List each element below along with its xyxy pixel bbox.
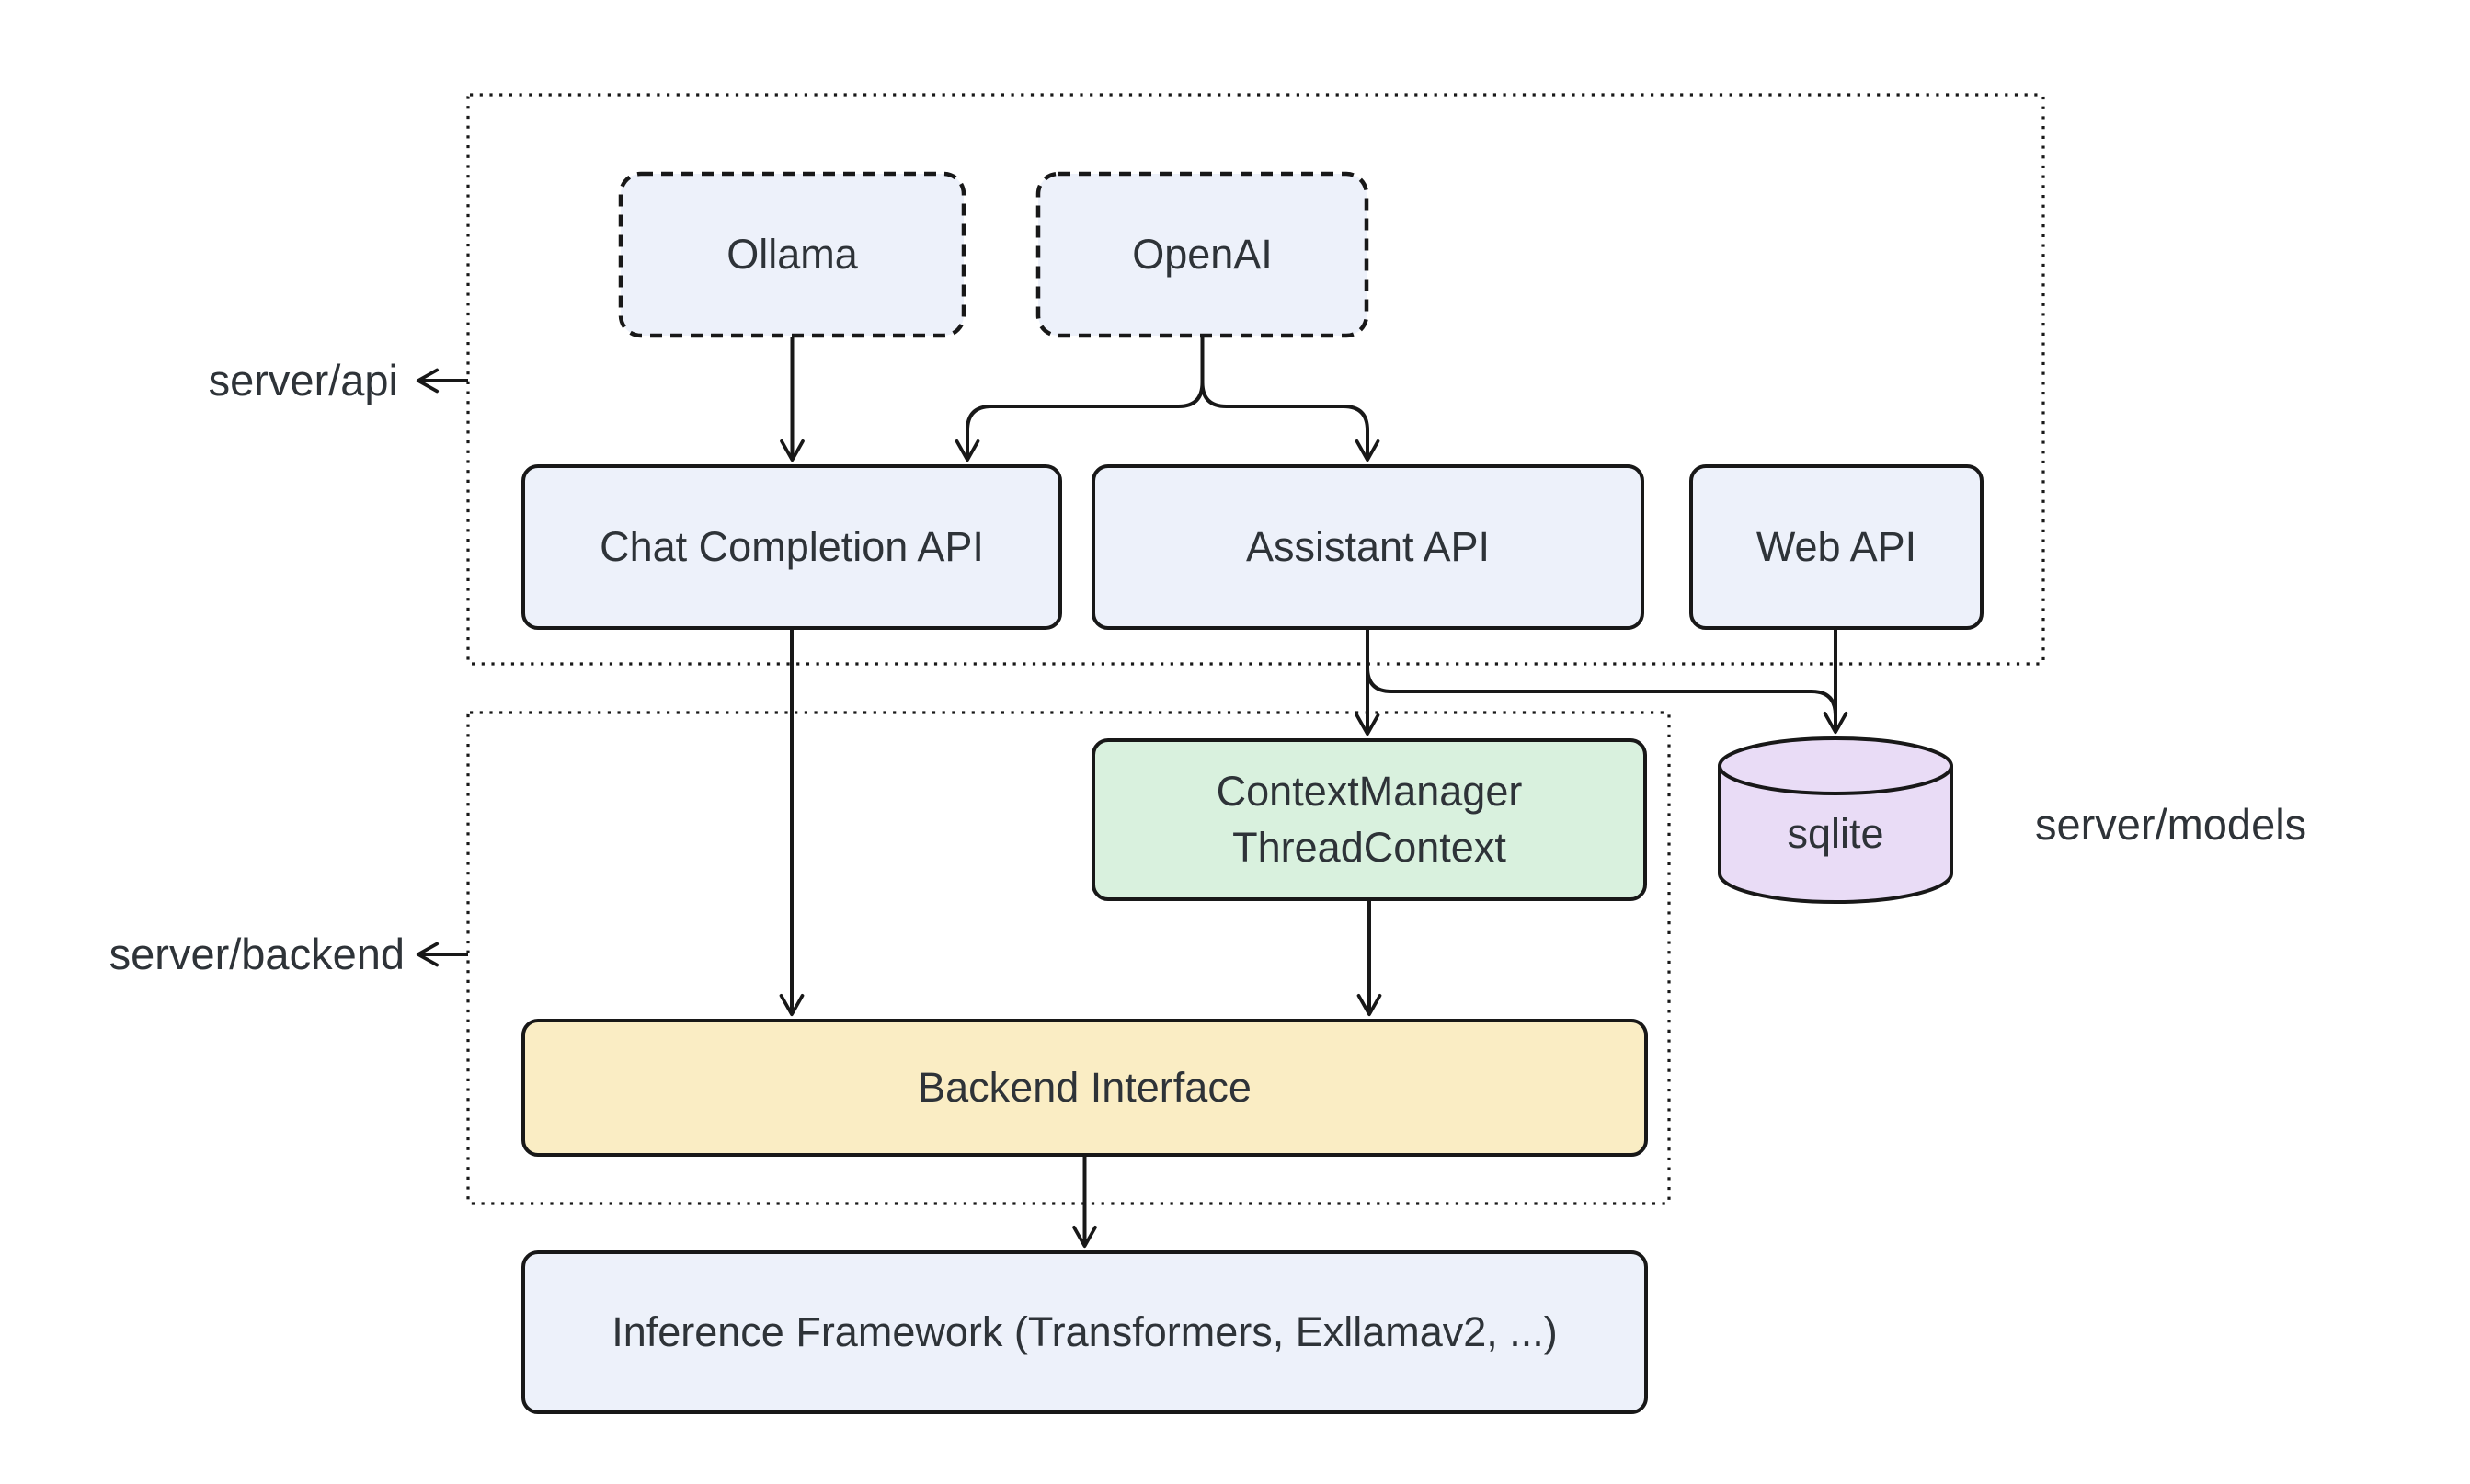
node-web-api-shape xyxy=(1689,464,1984,630)
edge-assistant-to-sqlite xyxy=(1366,630,1837,716)
label-server-backend: server/backend xyxy=(109,930,405,978)
node-context-manager-shape xyxy=(1092,738,1647,901)
label-server-models: server/models xyxy=(2035,800,2307,849)
sqlite-cylinder-top xyxy=(1718,736,1953,795)
node-ollama-shape xyxy=(618,171,966,338)
node-assistant-api-shape xyxy=(1092,464,1644,630)
node-backend-interface-shape xyxy=(521,1019,1648,1157)
node-openai-shape xyxy=(1035,171,1369,338)
edges xyxy=(779,337,1848,1249)
node-chat-completion-api-shape xyxy=(521,464,1062,630)
edge-openai-to-chat-completion xyxy=(955,337,1205,462)
label-server-api: server/api xyxy=(208,356,398,405)
node-inference-framework-shape xyxy=(521,1250,1648,1414)
edge-openai-to-assistant xyxy=(1200,382,1380,462)
sqlite-cylinder xyxy=(1718,736,1953,904)
sqlite-cylinder-body xyxy=(1718,766,1953,904)
